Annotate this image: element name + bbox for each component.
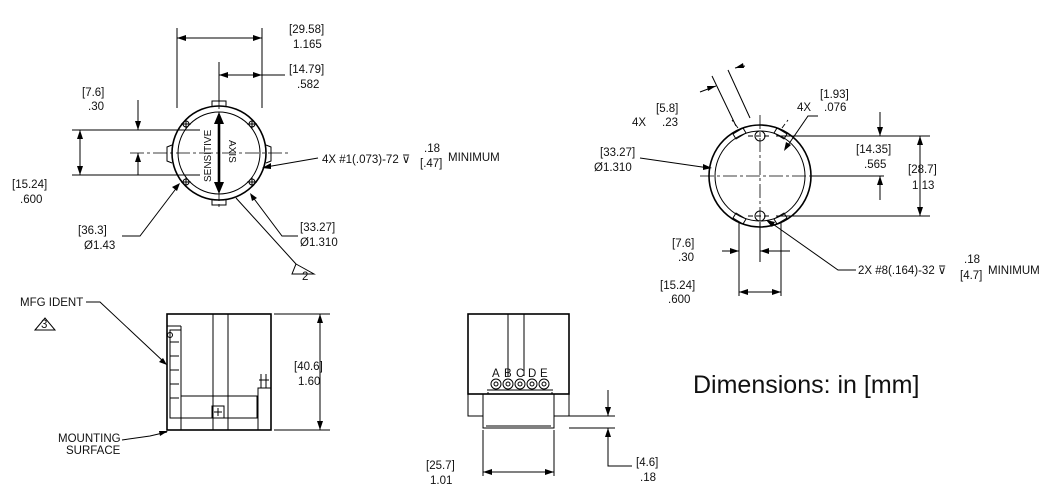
tr-slot-depth-mm: [1.93]: [820, 89, 849, 101]
tl-axis-label-a: SENSITIVE: [203, 129, 214, 182]
tl-height-in: .600: [20, 194, 42, 206]
tr-thread-depth-in: .18: [964, 254, 980, 266]
tr-body-dia-mm: [33.27]: [600, 147, 635, 159]
tr-thread-min: MINIMUM: [988, 265, 1040, 277]
side-height-mm: [40.6]: [294, 361, 323, 373]
tr-thread-depth-mm: [4.7]: [960, 270, 982, 282]
tl-holes: [181, 119, 257, 187]
tl-body-dia-mm: [33.27]: [300, 222, 335, 234]
pin-d: [526, 378, 538, 390]
tl-thread-depth-in: .18: [424, 143, 440, 155]
tl-axis-label-b: AXIS: [226, 140, 237, 163]
tl-offset-mm: [7.6]: [82, 87, 104, 99]
front-view: A B C D E [25.7] 1.01 [4.6] .18: [426, 313, 658, 487]
tr-offset-in: .30: [678, 252, 694, 264]
tr-span-mm: [15.24]: [660, 280, 695, 292]
tr-half-height-mm: [14.35]: [856, 144, 891, 156]
tl-width-in: 1.165: [293, 39, 322, 51]
front-pins: [487, 378, 553, 394]
pin-label-e: E: [540, 368, 548, 380]
pin-label-b: B: [504, 368, 512, 380]
tl-height-mm: [15.24]: [12, 179, 47, 191]
tl-outer-dia-mm: [36.3]: [78, 225, 107, 237]
tl-thread-note: 4X #1(.073)-72 ⊽: [322, 154, 410, 166]
dimensions-title: Dimensions: in [mm]: [693, 371, 919, 399]
tr-half-height-in: .565: [864, 159, 886, 171]
tr-body-dia-in: Ø1.310: [594, 162, 632, 174]
front-boss-in: .18: [640, 472, 656, 484]
side-note-flag: [33, 317, 57, 331]
tr-height-in: 1.13: [912, 180, 934, 192]
tr-slot-depth-in: .076: [824, 102, 846, 114]
tl-outer-dia-in: Ø1.43: [84, 240, 115, 252]
top-left-view: SENSITIVE AXIS [29.58] 1.165 [14.79] .58…: [12, 24, 500, 283]
pin-a: [490, 378, 502, 390]
side-view: [40.6] 1.60 MFG IDENT 3 MOUNTING SURFACE: [20, 297, 330, 457]
front-width-in: 1.01: [430, 475, 452, 487]
pin-e: [538, 378, 550, 390]
tr-span-in: .600: [668, 294, 690, 306]
tr-slot-qty: 4X: [632, 117, 646, 129]
tr-slots: [731, 119, 789, 225]
tl-thread-depth-mm: [.47]: [420, 158, 442, 170]
tl-body-dia-in: Ø1.310: [300, 237, 338, 249]
pin-label-c: C: [516, 368, 524, 380]
side-mounting-2: SURFACE: [66, 445, 121, 457]
front-width-mm: [25.7]: [426, 460, 455, 472]
tl-half-in: .582: [297, 79, 319, 91]
tr-height-mm: [28.7]: [908, 164, 937, 176]
pin-b: [502, 378, 514, 390]
side-mfg-ident: MFG IDENT: [20, 297, 83, 309]
pin-label-a: A: [492, 368, 500, 380]
tr-thread-note: 2X #8(.164)-32 ⊽: [858, 265, 946, 277]
tl-width-mm: [29.58]: [289, 24, 324, 36]
front-boss-mm: [4.6]: [636, 457, 658, 469]
tr-slot-mm: [5.8]: [656, 103, 678, 115]
tl-thread-min: MINIMUM: [448, 152, 500, 164]
tl-note-flag: [291, 263, 316, 275]
tl-offset-in: .30: [88, 101, 104, 113]
side-note-flag-number: 3: [41, 319, 47, 331]
pin-c: [514, 378, 526, 390]
pin-label-d: D: [528, 368, 536, 380]
tr-offset-mm: [7.6]: [672, 238, 694, 250]
side-body: [166, 313, 272, 431]
tl-note-flag-number: 2: [302, 271, 308, 283]
top-right-view: [5.8] 4X .23 [1.93] 4X .076 [33.27] Ø1.3…: [594, 63, 1040, 306]
tr-slot-in: .23: [662, 117, 678, 129]
tr-slot-depth-qty: 4X: [797, 102, 811, 114]
side-height-in: 1.60: [298, 376, 320, 388]
side-mounting-1: MOUNTING: [58, 433, 121, 445]
tl-half-mm: [14.79]: [289, 64, 324, 76]
